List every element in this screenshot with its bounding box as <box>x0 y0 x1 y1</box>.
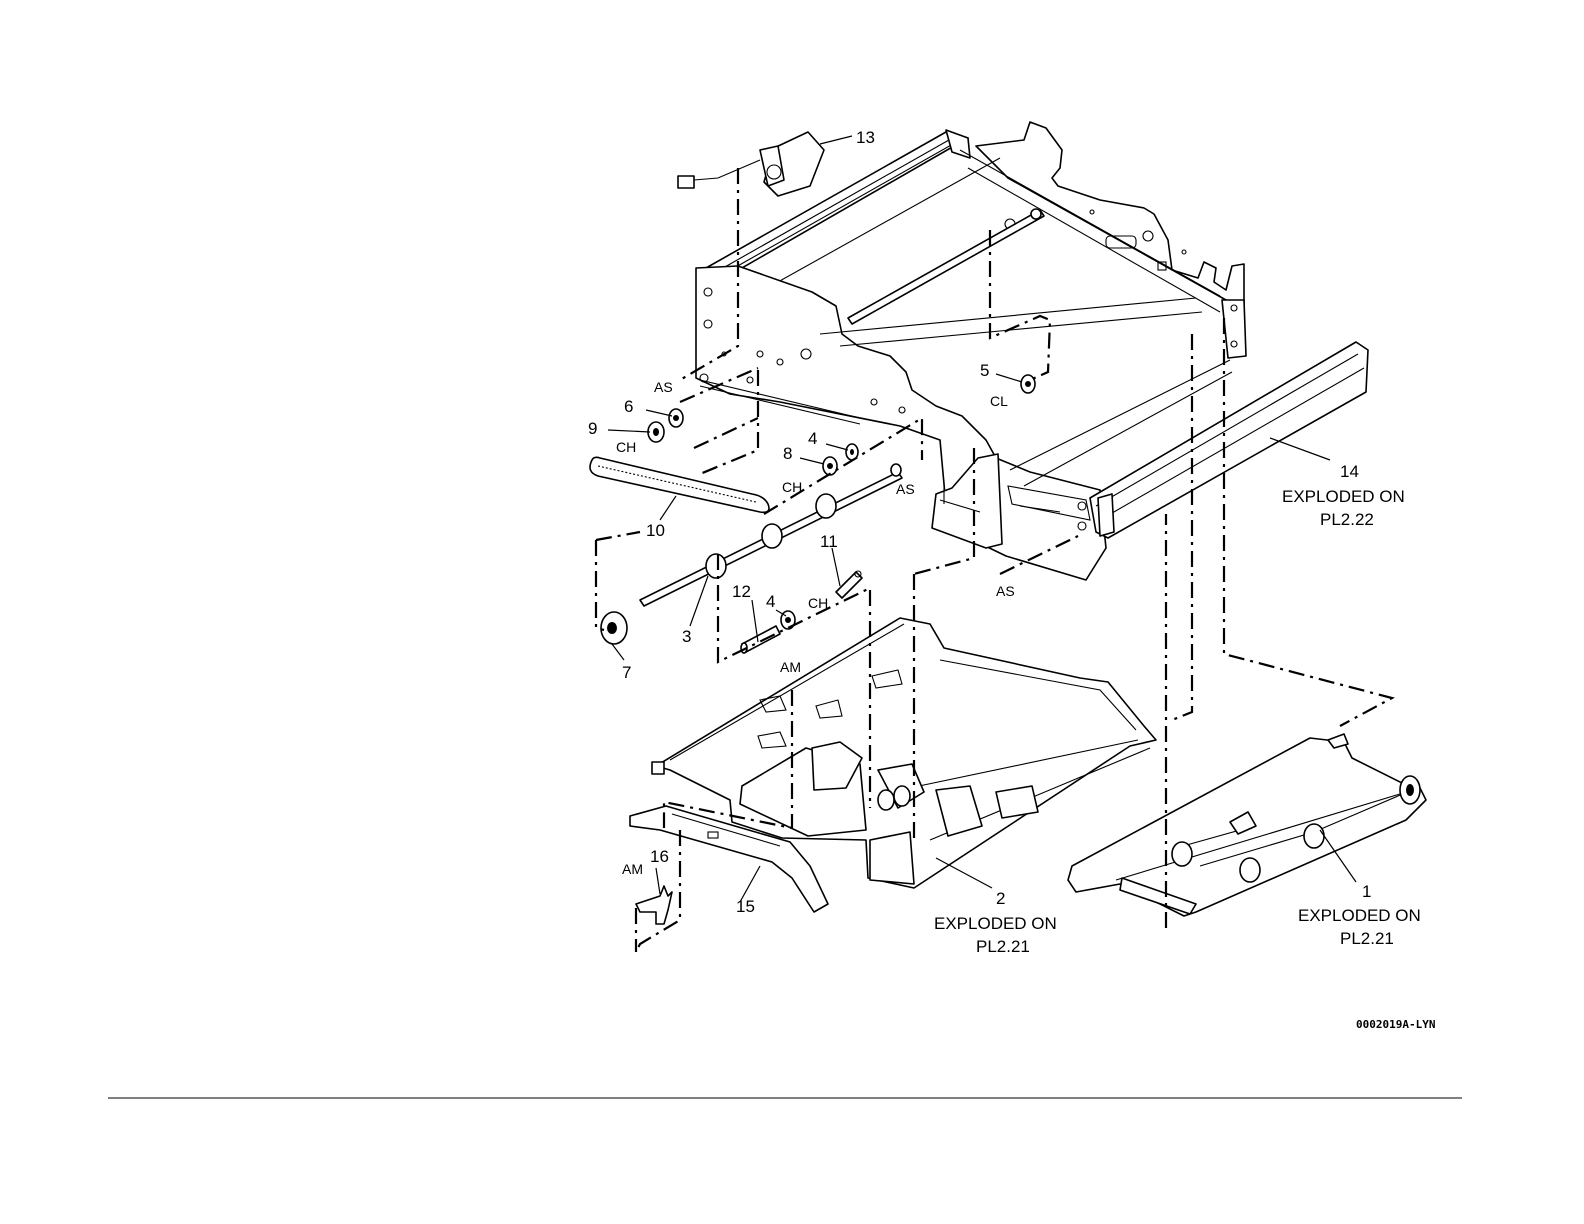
note-14-line1: EXPLODED ON <box>1282 487 1405 506</box>
note-14-line2: PL2.22 <box>1320 510 1374 529</box>
note-2-line2: PL2.21 <box>976 937 1030 956</box>
code-am-lower: AM <box>622 861 643 877</box>
drawing-id: 0002019A-LYN <box>1356 1018 1435 1031</box>
part-7-gear <box>601 612 627 644</box>
part-10-belt <box>590 457 769 512</box>
callout-10: 10 <box>646 521 665 540</box>
code-ch-middle: CH <box>782 479 802 495</box>
callout-4-upper: 4 <box>808 429 817 448</box>
part-8-gear <box>823 457 837 475</box>
part-9-gear <box>648 422 664 442</box>
callout-6: 6 <box>624 397 633 416</box>
callout-8: 8 <box>783 444 792 463</box>
callout-12: 12 <box>732 582 751 601</box>
callout-15: 15 <box>736 897 755 916</box>
callout-2: 2 <box>996 889 1005 908</box>
part-16-clip <box>636 886 672 924</box>
part-6-bearing <box>669 409 683 427</box>
code-ch-lower: CH <box>808 595 828 611</box>
callout-9: 9 <box>588 419 597 438</box>
code-am-upper: AM <box>780 659 801 675</box>
note-1-line2: PL2.21 <box>1340 929 1394 948</box>
code-as-left: AS <box>654 379 673 395</box>
note-1-line1: EXPLODED ON <box>1298 906 1421 925</box>
code-as-middle: AS <box>896 481 915 497</box>
code-ch-left: CH <box>616 439 636 455</box>
callout-16: 16 <box>650 847 669 866</box>
callout-5: 5 <box>980 361 989 380</box>
part-1-tray <box>1068 734 1426 916</box>
code-as-right: AS <box>996 583 1015 599</box>
note-2-line1: EXPLODED ON <box>934 914 1057 933</box>
callout-3: 3 <box>682 627 691 646</box>
callout-1: 1 <box>1362 882 1371 901</box>
callout-14: 14 <box>1340 462 1359 481</box>
callout-7: 7 <box>622 663 631 682</box>
callout-11: 11 <box>820 532 838 551</box>
part-13-motor <box>678 132 824 196</box>
callout-4-lower: 4 <box>766 592 775 611</box>
code-cl: CL <box>990 393 1008 409</box>
callout-13: 13 <box>856 128 875 147</box>
